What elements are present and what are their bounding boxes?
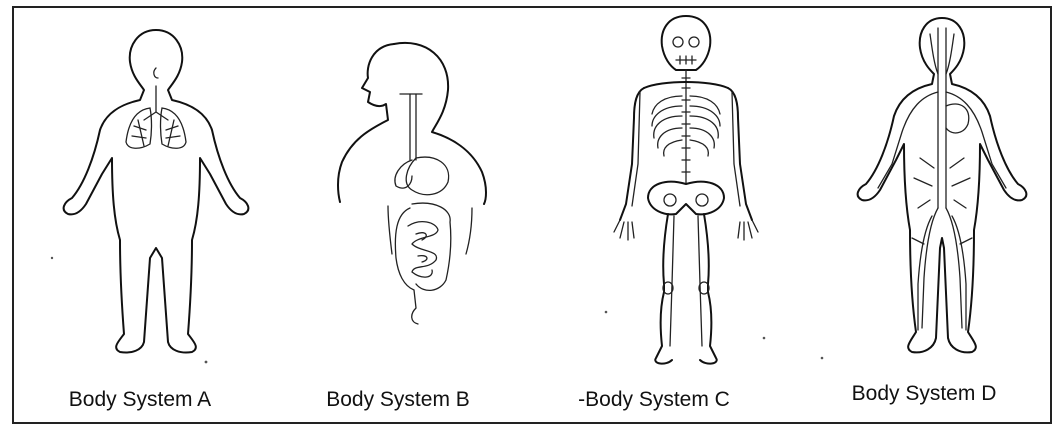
respiratory-system-figure xyxy=(16,8,276,388)
label-body-system-a: Body System A xyxy=(10,388,270,412)
lungs-a xyxy=(126,68,186,148)
label-body-system-c: -Body System C xyxy=(524,388,784,412)
panel-body-system-d: Body System D xyxy=(792,8,1052,422)
digestive-system-figure xyxy=(276,8,536,388)
circulatory-system-figure xyxy=(792,8,1052,388)
blood-vessels-d xyxy=(878,28,1006,330)
body-outline-d xyxy=(858,18,1027,352)
skull-c xyxy=(662,16,711,70)
legs-c xyxy=(655,214,716,364)
label-body-system-b: Body System B xyxy=(268,388,528,412)
spine-and-ribs-c xyxy=(644,70,728,184)
body-outline-a xyxy=(64,30,249,353)
pelvis-c xyxy=(648,182,724,215)
panel-body-system-a: Body System A xyxy=(16,8,276,422)
skeletal-system-figure xyxy=(536,8,796,388)
panel-body-system-c: -Body System C xyxy=(536,8,796,422)
diagram-frame: Body System A Body System B xyxy=(12,6,1052,424)
label-body-system-d: Body System D xyxy=(794,382,1054,406)
panel-body-system-b: Body System B xyxy=(276,8,536,422)
digestive-organs-b xyxy=(395,94,451,324)
torso-outline-b xyxy=(338,43,486,254)
